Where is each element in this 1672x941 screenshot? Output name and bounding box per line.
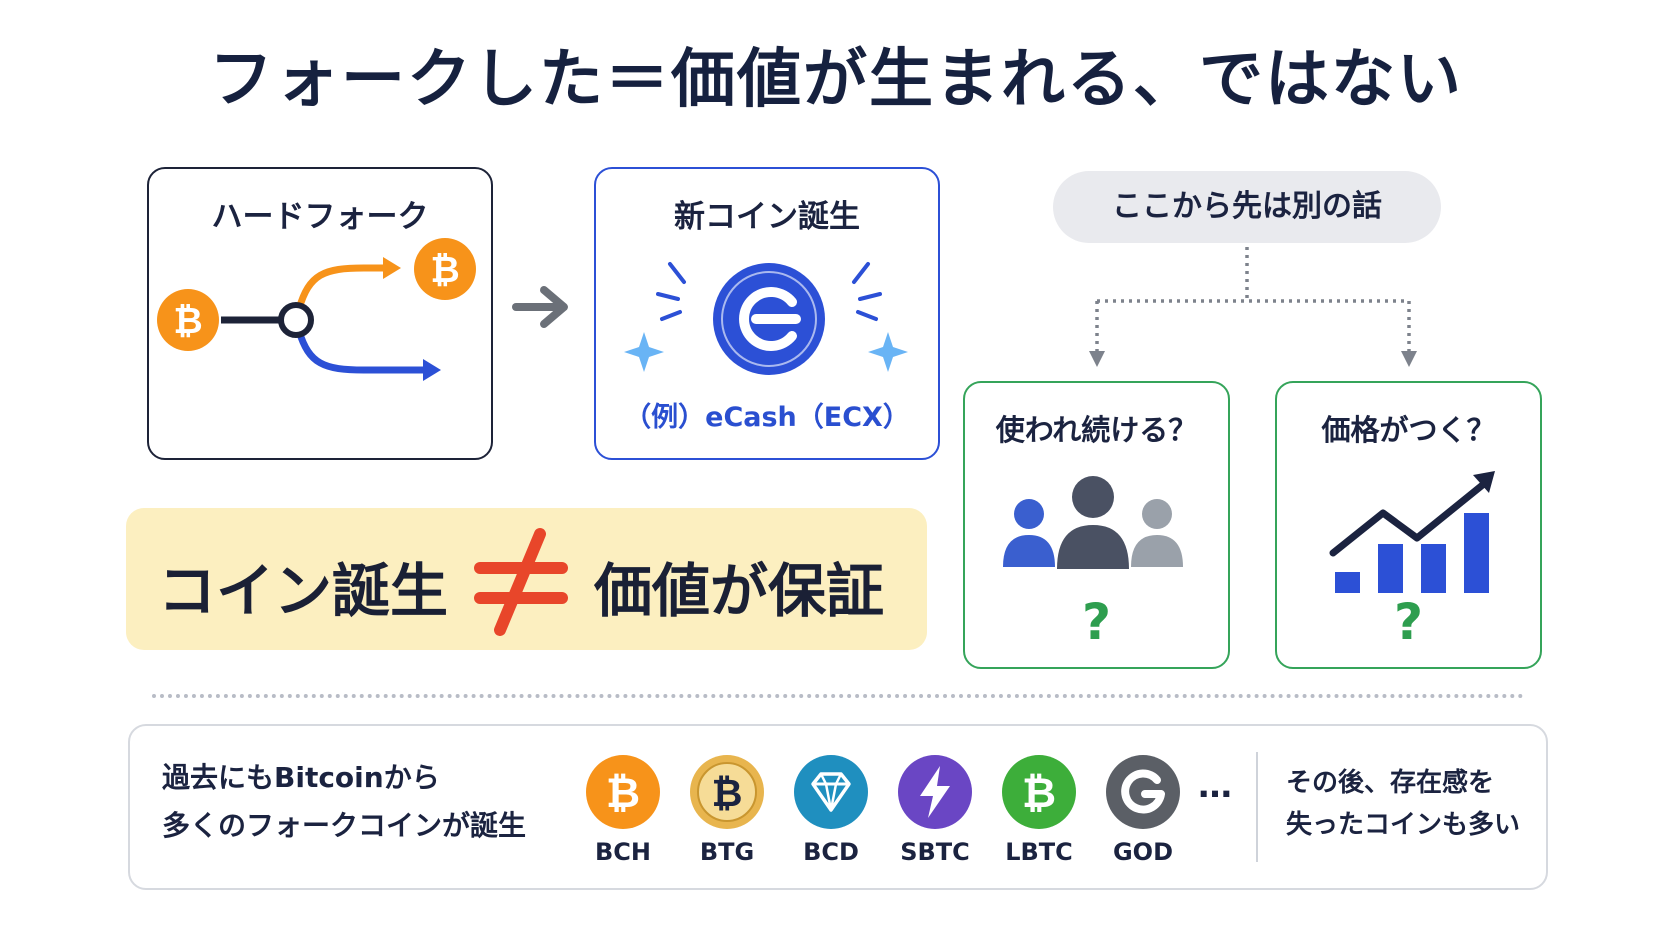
page-title: フォークした＝価値が生まれる、ではない [209,43,1463,117]
svg-text:₿: ₿ [606,768,640,817]
fork-outcome-line2: 失ったコインも多い [1286,810,1521,840]
fork-outcome-text: その後、存在感を 失ったコインも多い [1286,762,1536,846]
not-equal-icon [474,528,568,636]
svg-text:₿: ₿ [712,771,743,815]
bitcoin-icon: ₿ [1002,755,1076,829]
price-question-mark: ? [1393,593,1423,651]
banner-value-guaranteed: 価値が保証 [594,557,885,625]
new-coin-heading: 新コイン誕生 [674,199,860,235]
hard-fork-card: ハードフォーク ₿ ₿ [147,167,493,460]
coin-btg: ₿ BTG [677,752,777,866]
coin-label: BCH [595,838,651,866]
growth-chart-icon [1329,471,1495,593]
ecash-logo-icon [624,262,908,375]
usage-question-card: 使われ続ける？ ? [963,381,1230,669]
coin-label: BCD [803,838,859,866]
fork-outcome-line1: その後、存在感を [1286,768,1495,798]
fork-diagram: ₿ ₿ [157,238,476,381]
coin-lbtc: ₿ LBTC [989,752,1089,866]
fork-history-text: 過去にもBitcoinから 多くのフォークコインが誕生 [162,754,582,850]
bitcoin-icon: ₿ [586,755,660,829]
bitcoin-icon: ₿ [414,238,476,300]
usage-question-heading: 使われ続ける？ [995,413,1198,447]
not-equal-banner: コイン誕生 価値が保証 [126,508,927,650]
svg-text:₿: ₿ [173,301,202,342]
fork-history-line1: 過去にもBitcoinから [162,761,440,794]
section-divider [152,694,1524,698]
users-icon [1003,476,1183,569]
coin-god: GOD [1093,752,1193,866]
lightning-icon [898,755,972,829]
g-letter-icon [1106,755,1180,829]
coin-bcd: BCD [781,752,881,866]
new-coin-example: （例）eCash（ECX） [624,402,910,433]
price-question-card: 価格がつく？ ? [1275,381,1542,669]
panel-separator [1256,752,1258,862]
coin-label: BTG [699,838,755,866]
svg-text:₿: ₿ [1022,768,1056,817]
new-coin-card: 新コイン誕生 （例）eCash（ECX） [594,167,940,460]
arrow-right-icon [512,286,568,328]
price-question-heading: 価格がつく？ [1321,413,1496,447]
bitcoin-icon: ₿ [157,289,219,351]
fork-history-panel: 過去にもBitcoinから 多くのフォークコインが誕生 ₿ BCH ₿ BTG … [128,724,1548,890]
branch-connector [1089,247,1417,367]
usage-question-mark: ? [1081,593,1111,651]
fork-branch-orange [295,264,387,310]
coin-label: LBTC [1005,838,1073,866]
svg-text:₿: ₿ [430,250,459,291]
diamond-icon [794,755,868,829]
branch-note-pill: ここから先は別の話 [1053,171,1441,243]
coin-label: GOD [1112,838,1174,866]
fork-branch-blue [295,329,427,374]
more-coins-ellipsis: … [1198,766,1232,806]
banner-coin-birth: コイン誕生 [158,557,449,625]
coin-label: SBTC [900,838,970,866]
coin-bch: ₿ BCH [573,752,673,866]
bitcoin-gold-icon: ₿ [690,755,764,829]
fork-history-line2: 多くのフォークコインが誕生 [162,809,527,842]
hard-fork-heading: ハードフォーク [211,199,429,235]
coin-sbtc: SBTC [885,752,985,866]
fork-node [278,302,314,338]
